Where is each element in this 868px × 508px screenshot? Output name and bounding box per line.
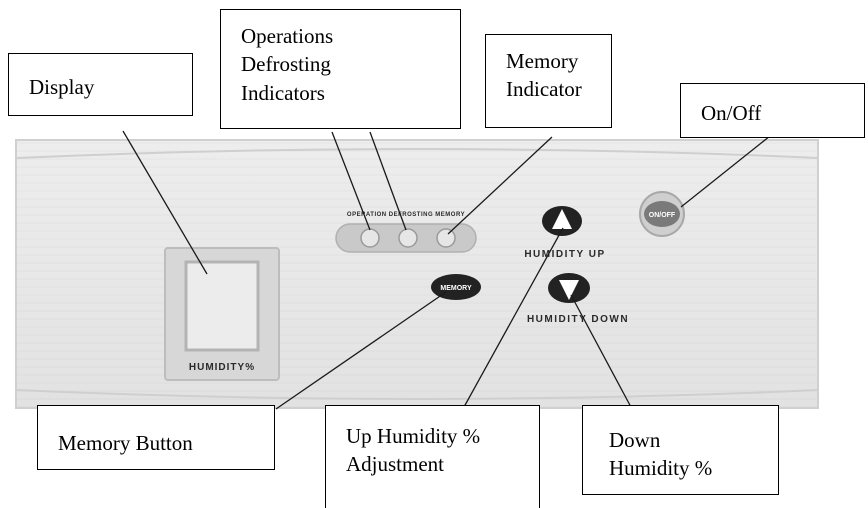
- callout-down-humidity: Down Humidity %: [582, 405, 779, 495]
- leader-operation: [331, 131, 371, 231]
- callout-up-humidity-line-1: Up Humidity %: [346, 424, 481, 448]
- humidity-down-label: HUMIDITY DOWN: [527, 314, 629, 325]
- leader-down-humidity: [570, 294, 633, 410]
- leader-memory-button: [275, 291, 447, 410]
- callout-memory-indicator-line-2: Indicator: [506, 77, 582, 102]
- memory-button-label: MEMORY: [440, 285, 472, 292]
- callout-memory-button: Memory Button: [37, 405, 275, 470]
- callout-display: Display: [8, 53, 193, 116]
- arrow-up-icon: [552, 209, 572, 229]
- memory-button[interactable]: MEMORY: [431, 274, 481, 300]
- callout-display-line-1: Display: [29, 75, 95, 99]
- leader-lines: [122, 130, 771, 410]
- callout-up-humidity-adjustment: Up Humidity % Adjustment: [325, 405, 540, 508]
- callout-operations-defrosting-indicators: Operations Defrosting Indicators: [220, 9, 461, 129]
- operation-indicator: [360, 228, 380, 248]
- callout-operations-line-3: Indicators: [241, 80, 325, 105]
- defrosting-indicator: [398, 228, 418, 248]
- indicator-strip-text: OPERATION DEFROSTING MEMORY: [347, 212, 465, 218]
- display-label: HUMIDITY%: [189, 362, 255, 373]
- callout-on-off: On/Off: [680, 83, 865, 138]
- callout-memory-button-line-1: Memory Button: [58, 431, 193, 455]
- humidity-up-button[interactable]: [542, 206, 582, 236]
- leader-defrosting: [369, 131, 407, 231]
- callout-on-off-line-1: On/Off: [701, 101, 762, 125]
- arrow-down-icon: [559, 280, 579, 300]
- onoff-button[interactable]: ON/OFF: [639, 191, 685, 237]
- callout-memory-indicator-line-1: Memory: [506, 49, 579, 73]
- onoff-button-label: ON/OFF: [649, 212, 676, 219]
- humidity-display: HUMIDITY%: [164, 247, 280, 381]
- humidity-down-button[interactable]: [548, 273, 590, 303]
- callout-memory-indicator: Memory Indicator: [485, 34, 612, 128]
- humidity-up-label: HUMIDITY UP: [524, 249, 605, 260]
- callout-operations-line-1: Operations: [241, 24, 334, 48]
- callout-operations-line-2: Defrosting: [241, 52, 331, 77]
- control-panel: [15, 139, 819, 409]
- callout-up-humidity-line-2: Adjustment: [346, 452, 444, 477]
- leader-display: [122, 130, 208, 275]
- memory-indicator: [436, 228, 456, 248]
- leader-up-humidity: [463, 227, 564, 408]
- leader-onoff: [680, 135, 771, 208]
- callout-down-humidity-line-1: Down: [609, 428, 661, 452]
- callout-down-humidity-line-2: Humidity %: [609, 456, 713, 481]
- leader-memory-indicator: [447, 136, 553, 235]
